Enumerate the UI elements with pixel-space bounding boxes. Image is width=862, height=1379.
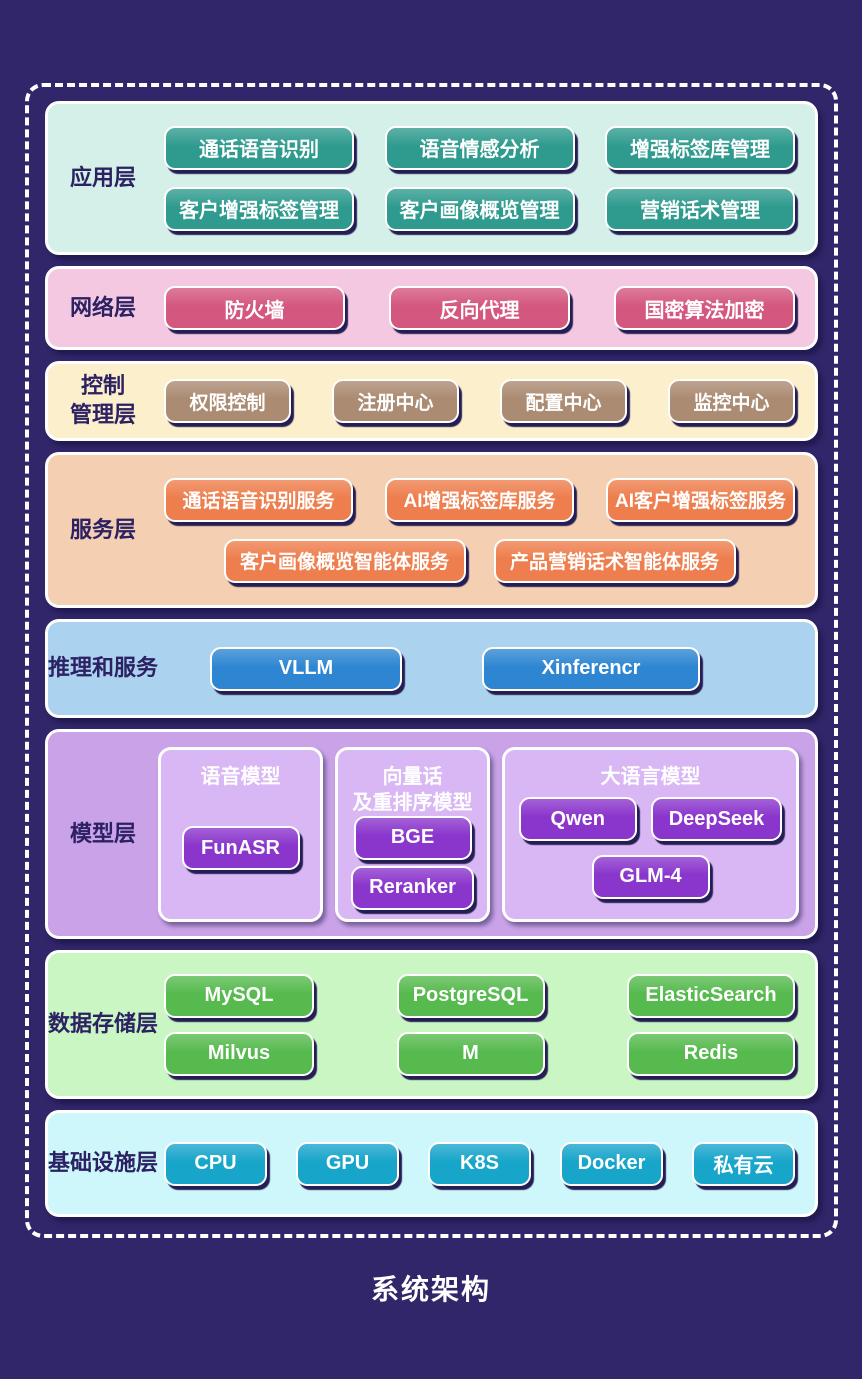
service-button[interactable]: AI客户增强标签服务	[606, 477, 795, 522]
layer-infrastructure: 基础设施层 CPU GPU K8S Docker 私有云	[45, 1110, 818, 1217]
network-button[interactable]: 反向代理	[389, 286, 570, 330]
button-row: GLM-4	[515, 854, 786, 899]
model-panels: 语音模型 FunASR 向量话 及重排序模型 BGE Reranker 大语言模型…	[158, 746, 815, 922]
layer-service-label: 服务层	[69, 516, 136, 542]
control-button[interactable]: 监控中心	[668, 379, 795, 423]
button-row: 通话语音识别服务 AI增强标签库服务 AI客户增强标签服务	[164, 477, 795, 522]
panel-vector-rerank-model-buttons: BGE Reranker	[348, 815, 477, 910]
application-button[interactable]: 通话语音识别	[164, 125, 354, 170]
button-row: 客户画像概览智能体服务产品营销话术智能体服务	[164, 538, 795, 583]
infrastructure-button[interactable]: CPU	[164, 1141, 267, 1186]
control-button[interactable]: 配置中心	[500, 379, 627, 423]
button-row: VLLM Xinferencr	[164, 646, 795, 691]
panel-speech-model-title: 语音模型	[200, 765, 281, 788]
panel-speech-model-buttons: FunASR	[171, 790, 310, 907]
button-row: MySQL PostgreSQL ElasticSearch	[164, 973, 795, 1018]
architecture-frame: 应用层 通话语音识别语音情感分析增强标签库管理 客户增强标签管理客户画像概览管理…	[25, 83, 838, 1238]
network-button[interactable]: 国密算法加密	[614, 286, 795, 330]
layer-network: 网络层 防火墙反向代理国密算法加密	[45, 266, 818, 350]
infrastructure-button[interactable]: K8S	[428, 1141, 531, 1186]
diagram-title: 系统架构	[370, 1274, 491, 1305]
layer-infrastructure-label: 基础设施层	[48, 1150, 159, 1176]
panel-large-language-model-title: 大语言模型	[600, 765, 701, 788]
storage-button[interactable]: M	[396, 1031, 545, 1076]
application-button[interactable]: 客户画像概览管理	[384, 186, 575, 231]
infrastructure-button[interactable]: Docker	[560, 1141, 663, 1186]
panel-speech-model: 语音模型 FunASR	[158, 746, 323, 922]
application-button[interactable]: 客户增强标签管理	[164, 186, 354, 231]
layer-infrastructure-buttons: CPU GPU K8S Docker 私有云	[158, 1141, 815, 1186]
layer-data-storage: 数据存储层 MySQL PostgreSQL ElasticSearch Milvu…	[45, 950, 818, 1099]
model-button[interactable]: Reranker	[351, 865, 474, 910]
button-row: Milvus M Redis	[164, 1031, 795, 1076]
button-row: 通话语音识别语音情感分析增强标签库管理	[164, 125, 795, 170]
application-button[interactable]: 营销话术管理	[605, 186, 795, 231]
layer-network-buttons: 防火墙反向代理国密算法加密	[158, 286, 815, 330]
panel-vector-rerank-model: 向量话 及重排序模型 BGE Reranker	[335, 746, 490, 922]
control-button[interactable]: 注册中心	[332, 379, 459, 423]
button-row: 客户增强标签管理客户画像概览管理营销话术管理	[164, 186, 795, 231]
service-button[interactable]: AI增强标签库服务	[385, 477, 574, 522]
application-button[interactable]: 增强标签库管理	[605, 125, 795, 170]
inference-engine-button[interactable]: VLLM	[210, 646, 402, 691]
layer-network-label: 网络层	[69, 294, 136, 320]
layer-application-label: 应用层	[69, 164, 136, 190]
infrastructure-button[interactable]: GPU	[296, 1141, 399, 1186]
model-button[interactable]: Qwen	[518, 797, 637, 842]
model-button[interactable]: BGE	[353, 815, 472, 860]
service-button[interactable]: 客户画像概览智能体服务	[223, 538, 466, 583]
infrastructure-button[interactable]: 私有云	[692, 1141, 795, 1186]
panel-large-language-model: 大语言模型 Qwen DeepSeek GLM-4	[502, 746, 799, 922]
storage-button[interactable]: Milvus	[164, 1031, 314, 1076]
layer-service-buttons: 通话语音识别服务 AI增强标签库服务 AI客户增强标签服务 客户画像概览智能体服务产…	[158, 477, 815, 583]
storage-button[interactable]: Redis	[627, 1031, 795, 1076]
layer-data-storage-buttons: MySQL PostgreSQL ElasticSearch Milvus M Redi…	[158, 973, 815, 1076]
layer-inference-service-label: 推理和服务	[48, 655, 159, 681]
button-row: 防火墙反向代理国密算法加密	[164, 286, 795, 330]
model-button[interactable]: DeepSeek	[650, 797, 783, 842]
storage-button[interactable]: MySQL	[164, 973, 314, 1018]
model-button[interactable]: GLM-4	[591, 854, 710, 899]
layer-model-label: 模型层	[69, 820, 136, 846]
inference-engine-button[interactable]: Xinferencr	[482, 646, 700, 691]
layer-control-management: 控制 管理层 权限控制注册中心配置中心监控中心	[45, 361, 818, 441]
service-button[interactable]: 产品营销话术智能体服务	[493, 538, 736, 583]
layer-inference-service-buttons: VLLM Xinferencr	[158, 646, 815, 691]
panel-vector-rerank-model-title: 向量话 及重排序模型	[352, 765, 473, 814]
layer-service: 服务层 通话语音识别服务 AI增强标签库服务 AI客户增强标签服务 客户画像概览智能…	[45, 452, 818, 608]
application-button[interactable]: 语音情感分析	[384, 125, 575, 170]
layer-inference-service: 推理和服务 VLLM Xinferencr	[45, 619, 818, 718]
button-row: Qwen DeepSeek	[515, 797, 786, 842]
service-button[interactable]: 通话语音识别服务	[164, 477, 353, 522]
button-row: 权限控制注册中心配置中心监控中心	[164, 379, 795, 423]
storage-button[interactable]: ElasticSearch	[627, 973, 795, 1018]
button-row: CPU GPU K8S Docker 私有云	[164, 1141, 795, 1186]
layer-application-buttons: 通话语音识别语音情感分析增强标签库管理 客户增强标签管理客户画像概览管理营销话术…	[158, 125, 815, 231]
layer-data-storage-label: 数据存储层	[48, 1011, 159, 1037]
layer-control-management-buttons: 权限控制注册中心配置中心监控中心	[158, 379, 815, 423]
storage-button[interactable]: PostgreSQL	[396, 973, 545, 1018]
panel-large-language-model-buttons: Qwen DeepSeek GLM-4	[515, 790, 786, 907]
network-button[interactable]: 防火墙	[164, 286, 345, 330]
control-button[interactable]: 权限控制	[164, 379, 291, 423]
layer-model: 模型层 语音模型 FunASR 向量话 及重排序模型 BGE Reranker 大…	[45, 729, 818, 939]
model-button[interactable]: FunASR	[181, 826, 300, 870]
layer-control-management-label: 控制 管理层	[69, 373, 136, 427]
layer-application: 应用层 通话语音识别语音情感分析增强标签库管理 客户增强标签管理客户画像概览管理…	[45, 101, 818, 255]
